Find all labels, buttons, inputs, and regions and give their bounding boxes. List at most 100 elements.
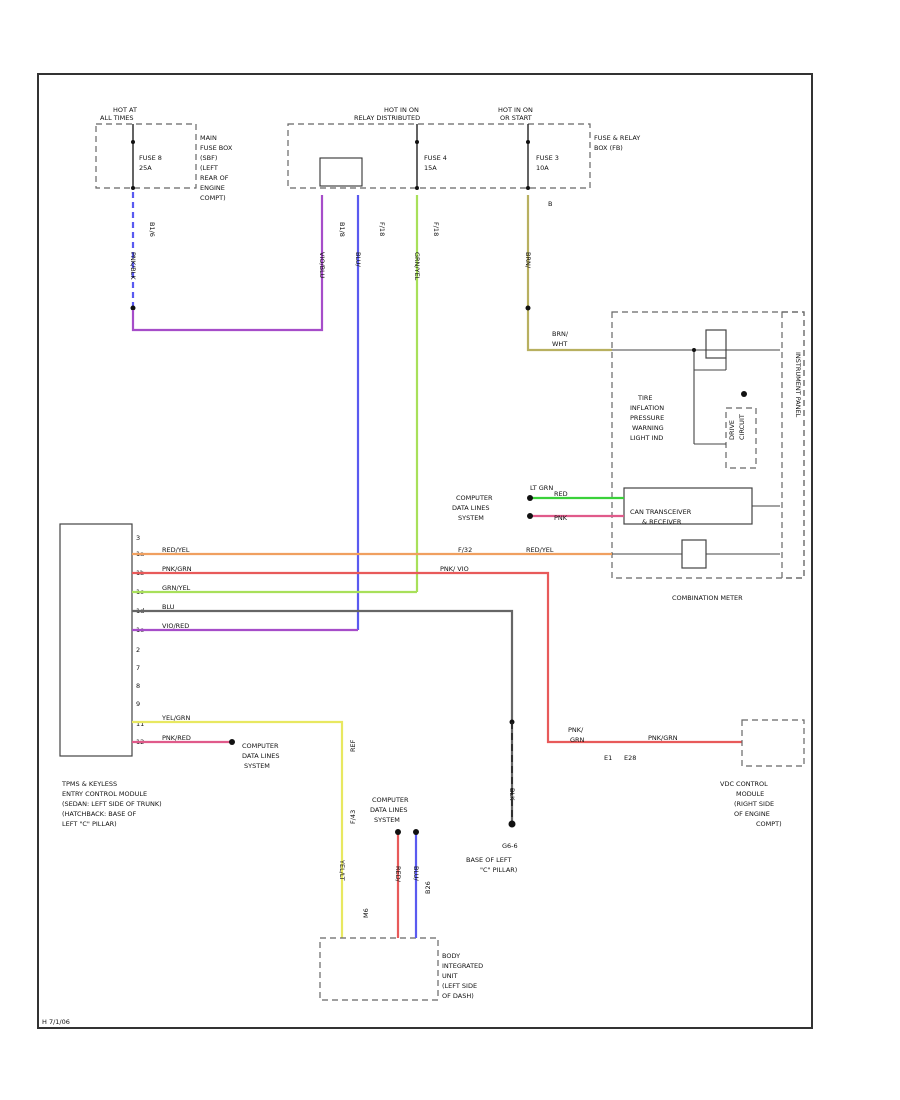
svg-text:PNK/GRN: PNK/GRN [648, 734, 678, 742]
svg-text:BLU: BLU [162, 603, 175, 611]
svg-text:DATA LINES: DATA LINES [242, 752, 279, 760]
svg-text:COMPUTER: COMPUTER [456, 494, 493, 502]
tpms-module-pins: 3 1a 1b 1c 1d 1e 2 7 8 9 11 12 [136, 534, 144, 746]
svg-text:MODULE: MODULE [736, 790, 764, 798]
main-fuse-location: MAIN FUSE BOX (SBF) (LEFT REAR OF ENGINE… [200, 134, 233, 202]
svg-text:SYSTEM: SYSTEM [244, 762, 270, 770]
combination-meter-label: COMBINATION METER [672, 594, 743, 602]
ign-hot-when-label: OR START [500, 114, 532, 122]
svg-text:11: 11 [136, 720, 144, 728]
svg-text:RED/YEL: RED/YEL [526, 546, 554, 554]
svg-text:DATA LINES: DATA LINES [370, 806, 407, 814]
figure-id: H 7/1/06 [42, 1018, 70, 1026]
svg-text:3: 3 [136, 534, 140, 542]
wire-label-lt-grn: LT GRN [530, 484, 553, 492]
svg-text:FUSE BOX: FUSE BOX [200, 144, 233, 152]
svg-text:7: 7 [136, 664, 140, 672]
svg-text:GRN: GRN [570, 736, 585, 744]
wire-purple-loop [131, 195, 324, 332]
wire-pnk-grn [132, 571, 742, 744]
svg-text:PNK/RED: PNK/RED [162, 734, 191, 742]
svg-text:RED/: RED/ [394, 866, 402, 883]
svg-text:PNK/GRN: PNK/GRN [162, 565, 192, 573]
computer-data-lines-meter: COMPUTER DATA LINES SYSTEM [452, 494, 493, 522]
svg-text:PNK/ VIO: PNK/ VIO [440, 565, 469, 573]
wire-label-ref: REF [349, 739, 357, 752]
main-fuse-label: FUSE 8 [139, 154, 162, 162]
svg-text:RED/YEL: RED/YEL [162, 546, 190, 554]
svg-text:M6: M6 [362, 908, 370, 918]
svg-text:"C" PILLAR): "C" PILLAR) [480, 866, 517, 874]
relay-fuse-amp: 15A [424, 164, 437, 172]
body-integrated-unit-box [319, 937, 439, 1001]
svg-text:BODY: BODY [442, 952, 460, 960]
svg-text:PNK/: PNK/ [568, 726, 584, 734]
svg-text:CIRCUIT: CIRCUIT [738, 414, 746, 440]
svg-text:8: 8 [136, 682, 140, 690]
svg-text:REAR OF: REAR OF [200, 174, 229, 182]
svg-text:B1/6: B1/6 [148, 222, 156, 237]
svg-text:B26: B26 [424, 881, 432, 894]
svg-text:B1/8: B1/8 [338, 222, 346, 237]
svg-text:VIO/RED: VIO/RED [162, 622, 189, 630]
svg-text:E28: E28 [624, 754, 636, 762]
svg-text:(LEFT: (LEFT [200, 164, 218, 172]
svg-text:PRESSURE: PRESSURE [630, 414, 664, 422]
body-unit-label: BODY INTEGRATED UNIT (LEFT SIDE OF DASH) [442, 952, 483, 1000]
wire-label-red: RED [554, 490, 568, 498]
svg-text:MAIN: MAIN [200, 134, 217, 142]
svg-text:COMPT): COMPT) [200, 194, 226, 202]
svg-text:BRN/: BRN/ [552, 330, 569, 338]
ign-fuse-amp: 10A [536, 164, 549, 172]
vdc-module-label: VDC CONTROL MODULE (RIGHT SIDE OF ENGINE… [720, 780, 782, 828]
svg-text:F/32: F/32 [458, 546, 472, 554]
relay-hot-at-label: HOT IN ON [384, 106, 419, 114]
svg-text:2: 2 [136, 646, 140, 654]
meter-side-label: INSTRUMENT PANEL [794, 352, 802, 418]
svg-text:UNIT: UNIT [442, 972, 458, 980]
main-fuse-amp: 25A [139, 164, 152, 172]
wire-brn-wht [526, 195, 612, 352]
svg-text:COMPUTER: COMPUTER [242, 742, 279, 750]
relay-fuse-label: FUSE 4 [424, 154, 447, 162]
svg-text:VDC CONTROL: VDC CONTROL [720, 780, 768, 788]
relay-link [319, 157, 363, 187]
computer-data-lines-module: COMPUTER DATA LINES SYSTEM [242, 742, 279, 770]
svg-text:INTEGRATED: INTEGRATED [442, 962, 483, 970]
svg-text:TPMS & KEYLESS: TPMS & KEYLESS [61, 780, 117, 788]
svg-text:ENTRY CONTROL MODULE: ENTRY CONTROL MODULE [62, 790, 147, 798]
svg-text:WHT: WHT [552, 340, 567, 348]
svg-text:(LEFT SIDE: (LEFT SIDE [442, 982, 477, 990]
svg-text:SYSTEM: SYSTEM [374, 816, 400, 824]
svg-text:F/43: F/43 [349, 810, 357, 824]
main-hot-when-label: ALL TIMES [100, 114, 133, 122]
wire-label-vio-blu: VIO/BLU [318, 252, 326, 278]
meter-input-element [681, 539, 707, 569]
svg-text:GRN/YEL: GRN/YEL [162, 584, 191, 592]
main-fuse-box: HOT AT ALL TIMES FUSE 8 25A MAIN FUSE BO… [95, 106, 233, 202]
svg-text:9: 9 [136, 700, 140, 708]
wire-label-blk: BLK [508, 788, 516, 801]
svg-text:YEL/GRN: YEL/GRN [161, 714, 190, 722]
wire-label-grn-yel: GRN/YEL [413, 252, 421, 281]
relay-hot-when-label: RELAY DISTRIBUTED [354, 114, 420, 122]
relay-fuse-box: HOT IN ON RELAY DISTRIBUTED FUSE 4 15A H… [287, 106, 640, 190]
wire-label-brn-wht: BRN/ [524, 252, 532, 269]
svg-text:ENGINE: ENGINE [200, 184, 225, 192]
wire-label-blu: BLU/ [354, 252, 362, 268]
ground-id: G6-6 [502, 842, 518, 850]
ground-symbol [508, 820, 516, 828]
combination-meter: INSTRUMENT PANEL COMBINATION METER DRIVE… [611, 311, 805, 602]
main-hot-at-label: HOT AT [113, 106, 137, 114]
wire-label-yel: YEL/LT [338, 859, 346, 881]
svg-text:BOX (FB): BOX (FB) [594, 144, 623, 152]
svg-text:LIGHT IND: LIGHT IND [630, 434, 663, 442]
svg-text:BLU/: BLU/ [412, 866, 420, 882]
wire-blu-ground [132, 609, 514, 826]
svg-text:SYSTEM: SYSTEM [458, 514, 484, 522]
svg-text:WARNING: WARNING [632, 424, 664, 432]
svg-text:(HATCHBACK: BASE OF: (HATCHBACK: BASE OF [62, 810, 137, 818]
connector-labels-top: B1/6 B1/8 F/18 F/18 B [148, 200, 552, 237]
drive-circuit-label: DRIVE [728, 420, 736, 440]
